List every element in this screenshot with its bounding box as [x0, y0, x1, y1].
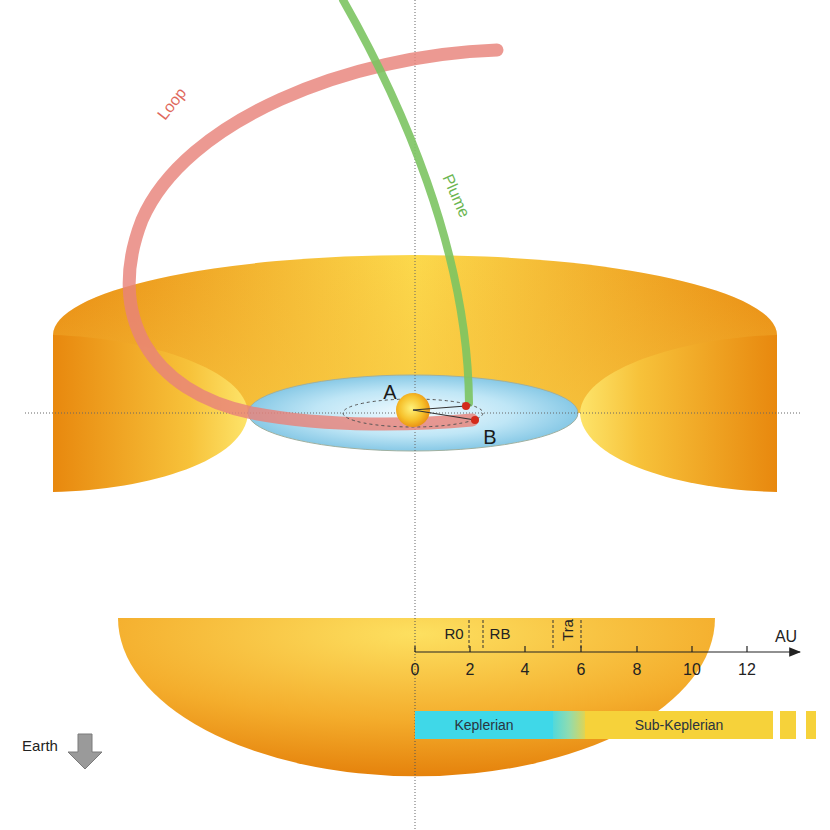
tick-label: 8 — [633, 662, 642, 678]
flow-band: Sub-Keplerian — [585, 711, 773, 739]
tick-label: 6 — [577, 662, 586, 678]
structure-label: Plume — [439, 172, 472, 220]
tick-label: 12 — [738, 662, 756, 678]
radius-label: R0 — [444, 626, 463, 641]
radius-label: Tra — [560, 619, 575, 641]
radius-label: RB — [490, 626, 511, 641]
component-label: A — [383, 382, 396, 402]
tick-label: 0 — [411, 662, 420, 678]
flow-band: Keplerian — [415, 711, 553, 739]
band-label: Keplerian — [454, 717, 513, 733]
structure-label: Loop — [155, 85, 190, 123]
tick-label: 4 — [521, 662, 530, 678]
component-label: B — [483, 427, 496, 447]
band-label: Sub-Keplerian — [635, 717, 724, 733]
axis-unit: AU — [775, 629, 797, 645]
tick-label: 2 — [466, 662, 475, 678]
tick-label: 10 — [683, 662, 701, 678]
direction-label: Earth — [22, 738, 58, 753]
